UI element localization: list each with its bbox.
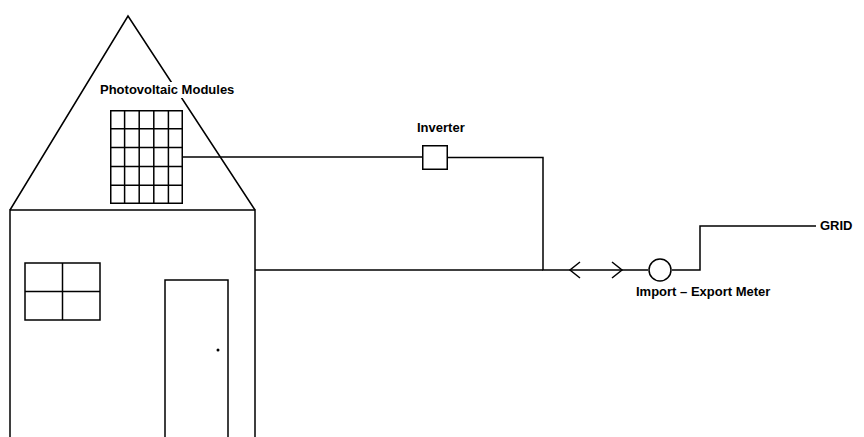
box-outline [422,145,448,170]
grid-outline [110,110,183,204]
house-roof [10,16,255,210]
wire-connector [448,158,648,271]
module-cell-line [168,110,170,204]
module-cell-line [110,128,183,130]
inverter-box: Inverter [422,145,448,170]
grid-label: GRID [818,218,855,234]
meter-symbol: Import – Export Meter [648,258,672,282]
module-label: Photovoltaic Modules [98,82,236,98]
house-wall [10,210,255,437]
wire-connector [183,156,422,158]
door-knob [217,349,220,352]
module-cell-line [110,147,183,149]
house-window [25,263,100,320]
inverter-label: Inverter [415,120,467,136]
module-frame [111,111,183,204]
meter-outline [649,259,671,281]
module-cell-line [110,184,183,186]
meter-label: Import – Export Meter [634,284,772,300]
window-bar [25,291,100,293]
circle-outline [648,258,672,282]
module-cell-line [124,110,126,204]
grid-wire [672,226,816,270]
module-cell-line [138,110,140,204]
pv-module-array: Photovoltaic Modules [110,110,183,204]
house-door [165,280,228,437]
inverter-outline [423,146,448,170]
module-cell-line [153,110,155,204]
house-wire [255,269,543,271]
module-cell-line [110,166,183,168]
